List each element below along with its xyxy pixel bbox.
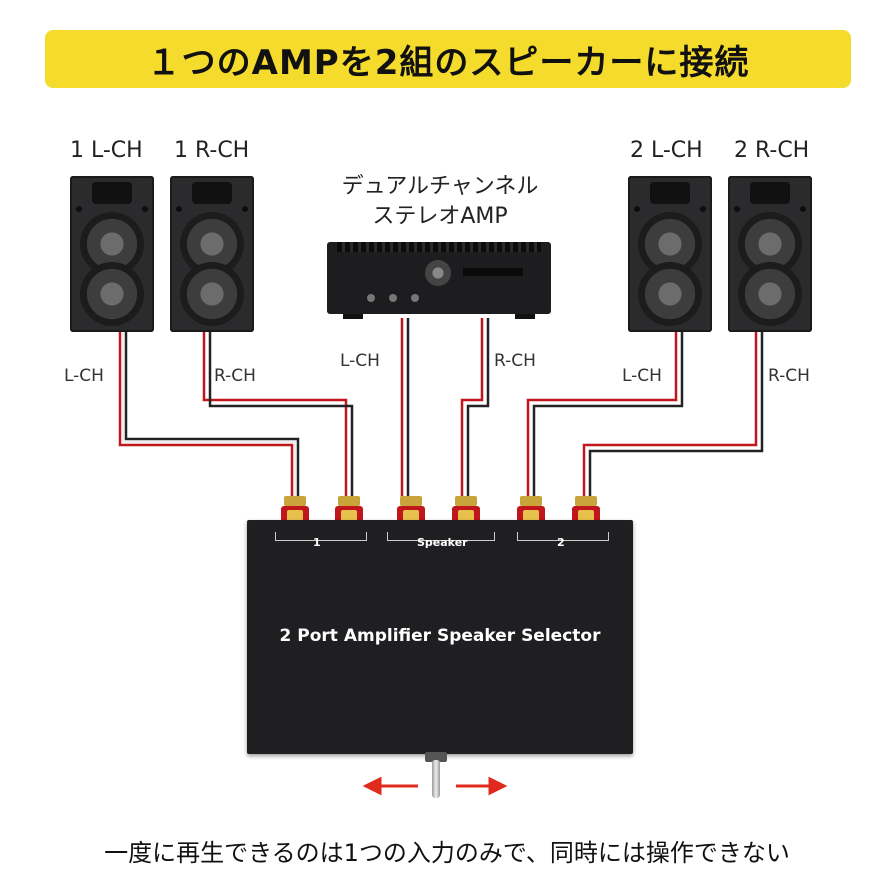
speaker-1l	[70, 176, 154, 332]
volume-knob-icon	[425, 260, 451, 286]
page-title: １つのAMPを2組のスピーカーに接続	[146, 42, 750, 83]
wire-label-2r: R-CH	[768, 366, 810, 386]
group1-bracket	[275, 532, 367, 541]
speaker-label-1l: 1 L-CH	[70, 138, 143, 163]
wire-1r-black	[208, 332, 354, 500]
speaker-bracket	[387, 532, 495, 541]
wire-1r-red	[202, 332, 348, 500]
speaker-2l	[628, 176, 712, 332]
wire-amp-r-black	[466, 318, 490, 500]
wire-2r-black	[588, 332, 764, 500]
wire-label-amp-r: R-CH	[494, 351, 536, 371]
group2-label: 2	[557, 536, 565, 549]
wire-2l-black	[532, 332, 684, 500]
group1-label: 1	[313, 536, 321, 549]
stereo-amplifier	[327, 242, 551, 319]
amp-label-line2: ステレオAMP	[372, 204, 508, 229]
wire-2l-red	[526, 332, 678, 500]
wire-1l-white	[122, 332, 296, 500]
wire-amp-r-red	[460, 318, 484, 500]
speaker-label-2l: 2 L-CH	[630, 138, 703, 163]
title-banner: １つのAMPを2組のスピーカーに接続	[45, 30, 851, 88]
wire-1l-black	[124, 332, 300, 500]
wire-label-1r: R-CH	[214, 366, 256, 386]
wire-1l-red	[118, 332, 294, 500]
amp-label-line1: デュアルチャンネル	[341, 174, 539, 199]
speaker-group-label: Speaker	[417, 536, 468, 549]
group2-bracket	[517, 532, 609, 541]
speaker-label-2r: 2 R-CH	[734, 138, 810, 163]
wire-label-amp-l: L-CH	[340, 351, 380, 371]
selector-name: 2 Port Amplifier Speaker Selector	[279, 626, 601, 646]
speaker-label-1r: 1 R-CH	[174, 138, 250, 163]
speaker-selector-box: 1 Speaker 2 2 Port Amplifier Speaker Sel…	[247, 520, 633, 754]
wire-label-2l: L-CH	[622, 366, 662, 386]
footer-note: 一度に再生できるのは1つの入力のみで、同時には操作できない	[104, 839, 790, 867]
wire-label-1l: L-CH	[64, 366, 104, 386]
amp-label: デュアルチャンネル ステレオAMP	[300, 172, 580, 232]
speaker-1r	[170, 176, 254, 332]
toggle-switch[interactable]	[425, 752, 447, 800]
speaker-2r	[728, 176, 812, 332]
wire-2r-red	[582, 332, 758, 500]
